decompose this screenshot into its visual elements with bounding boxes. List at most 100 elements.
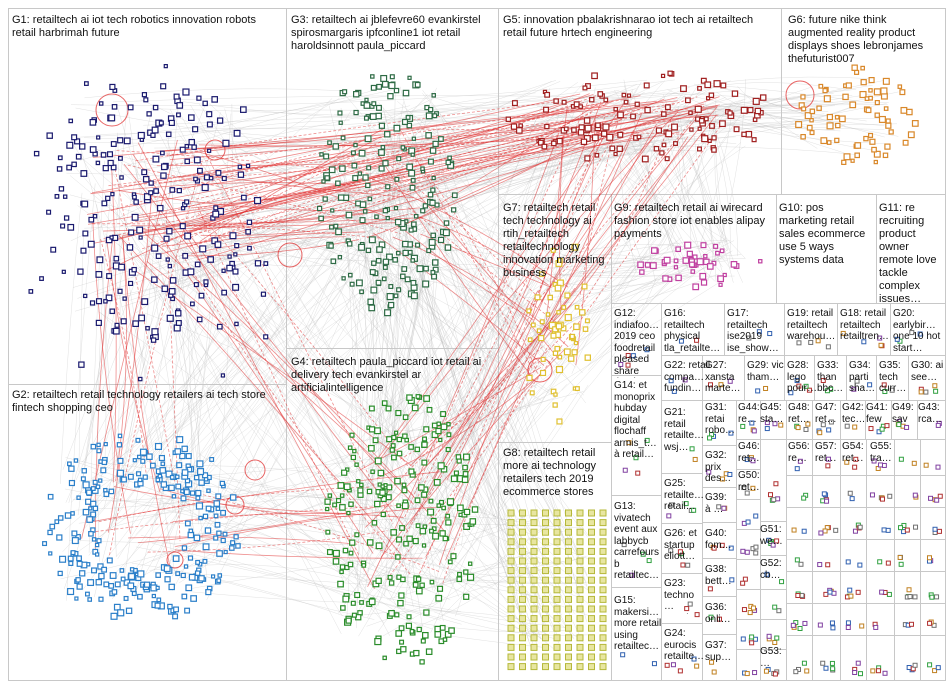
node (694, 663, 700, 669)
node (880, 87, 888, 95)
node (882, 389, 888, 395)
node (372, 437, 379, 444)
node (343, 483, 351, 491)
node (415, 394, 421, 399)
edge (442, 443, 531, 611)
node (80, 170, 88, 177)
node (935, 422, 941, 428)
node (791, 527, 797, 533)
node (332, 558, 340, 565)
group-label-g30: G30: ai see… (911, 360, 944, 383)
node (138, 235, 143, 240)
node (380, 495, 387, 502)
node (565, 634, 572, 642)
edge (88, 164, 380, 556)
node (363, 102, 371, 109)
node (573, 340, 579, 346)
node (671, 123, 678, 131)
group-label-g50: G50: ret… (738, 470, 760, 492)
edge (402, 555, 576, 579)
edge (667, 89, 873, 151)
node (137, 477, 143, 483)
node (750, 485, 756, 491)
node (828, 419, 834, 425)
node (155, 253, 162, 259)
node (772, 671, 778, 677)
edge (111, 143, 396, 585)
node (704, 81, 712, 89)
node (661, 142, 667, 148)
node (420, 638, 426, 644)
node (565, 643, 572, 651)
node (557, 354, 563, 360)
group-box (736, 559, 761, 590)
node (111, 104, 118, 110)
node (456, 576, 463, 583)
edge (160, 231, 347, 551)
edge (188, 227, 390, 636)
node (407, 249, 413, 255)
group-label-g39: G39: à … (705, 492, 727, 515)
node (109, 235, 114, 240)
node (380, 74, 388, 82)
node (423, 395, 430, 402)
node (826, 113, 834, 121)
node (197, 167, 203, 174)
node (384, 309, 392, 317)
node (542, 586, 549, 594)
group-label-g40: G40: fom… (705, 528, 732, 551)
edge-cross (114, 168, 176, 483)
node (436, 421, 442, 427)
node (439, 624, 446, 631)
node (859, 623, 865, 629)
edge (562, 255, 746, 260)
node (96, 256, 104, 264)
node (684, 241, 692, 249)
node (519, 528, 526, 536)
node (565, 509, 572, 517)
node (411, 136, 417, 141)
node (47, 529, 53, 536)
node (163, 235, 170, 242)
node (885, 118, 891, 124)
node (694, 105, 702, 113)
node (857, 562, 863, 568)
node (797, 458, 803, 464)
node (906, 108, 913, 116)
node (519, 643, 526, 651)
node (709, 659, 715, 665)
node (609, 145, 616, 152)
node (673, 258, 679, 264)
node (576, 557, 584, 565)
edge (201, 137, 567, 199)
node (94, 542, 100, 548)
node (935, 464, 941, 470)
node (84, 591, 90, 597)
node (716, 504, 722, 510)
node (553, 624, 561, 632)
node (696, 258, 704, 266)
node (855, 660, 861, 666)
node (542, 643, 549, 651)
node (431, 273, 437, 280)
node (397, 599, 404, 607)
node (421, 491, 428, 498)
group-label-g6: G6: future nike think augmented reality … (788, 14, 924, 65)
edge (699, 117, 889, 145)
node (141, 298, 149, 306)
node (629, 572, 635, 578)
node (354, 532, 360, 538)
node (932, 383, 938, 389)
node (355, 200, 361, 207)
node (346, 241, 353, 247)
node (95, 484, 101, 490)
node (411, 221, 417, 228)
node (335, 180, 341, 187)
group-box (920, 439, 946, 476)
edge (233, 109, 543, 120)
node (101, 459, 108, 466)
node (565, 576, 572, 584)
node (428, 238, 436, 246)
node (165, 131, 172, 138)
node (507, 634, 515, 642)
